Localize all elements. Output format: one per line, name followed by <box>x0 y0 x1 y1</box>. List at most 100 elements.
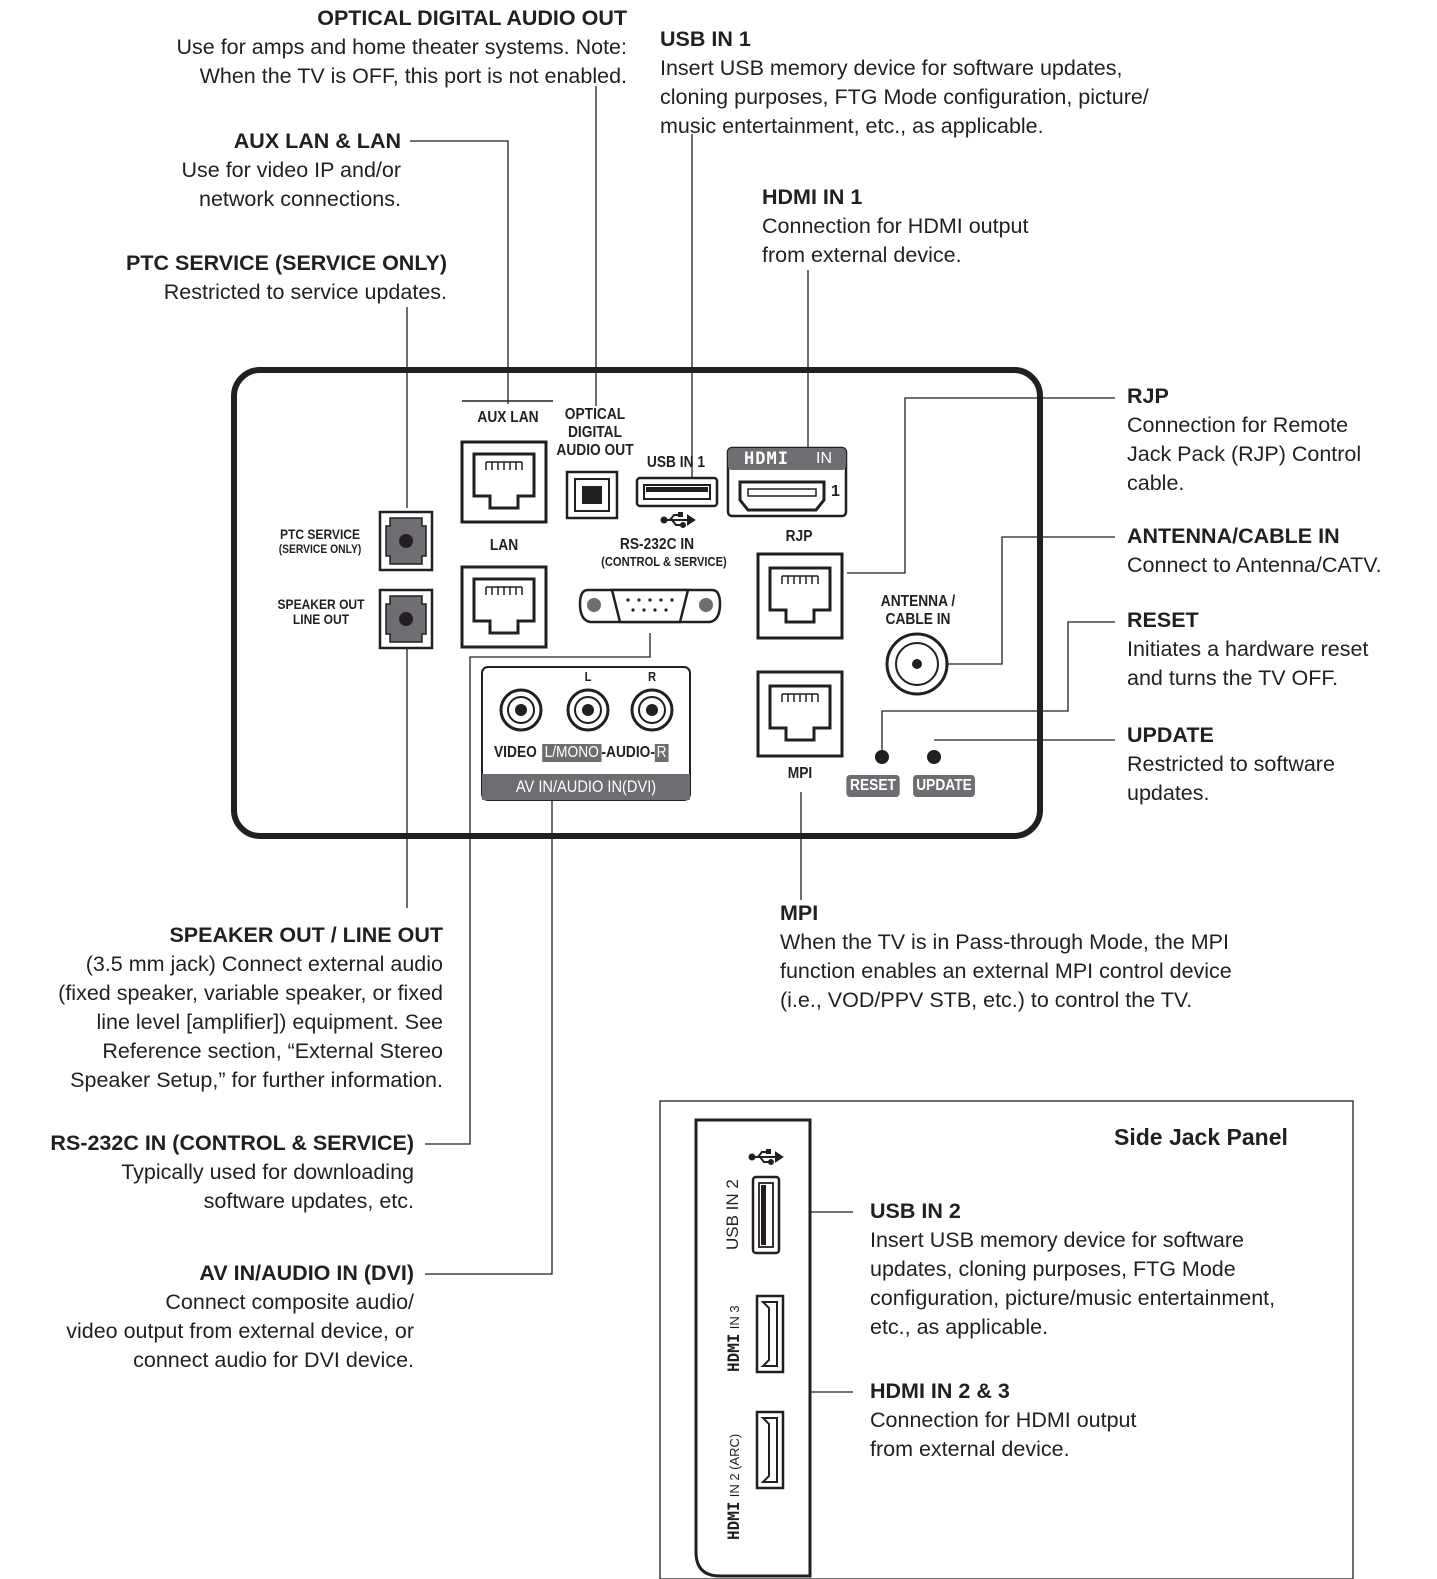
callout-hdmi23: HDMI IN 2 & 3 Connection for HDMI output… <box>870 1377 1340 1464</box>
lan-port <box>460 565 548 649</box>
label-r-badge: R <box>654 744 669 762</box>
callout-title: PTC SERVICE (SERVICE ONLY) <box>126 251 447 275</box>
callout-title: SPEAKER OUT / LINE OUT <box>169 923 443 947</box>
callout-speaker: SPEAKER OUT / LINE OUT (3.5 mm jack) Con… <box>3 921 443 1095</box>
side-hdmi2-text: IN 2 (ARC) <box>727 1433 742 1498</box>
rs232c-connector <box>578 588 722 624</box>
callout-desc-line: updates. <box>1127 781 1210 805</box>
antenna-connector <box>885 632 949 696</box>
update-button-dot <box>927 750 941 764</box>
label-mpi: MPI <box>787 765 813 782</box>
callout-desc-line: updates, cloning purposes, FTG Mode <box>870 1257 1236 1281</box>
side-panel-body <box>694 1118 812 1578</box>
hdmi-logo-text: HDMI <box>744 449 789 469</box>
callout-optical: OPTICAL DIGITAL AUDIO OUT Use for amps a… <box>107 4 627 91</box>
rjp-leader <box>847 397 1115 574</box>
callout-desc-line: When the TV is OFF, this port is not ena… <box>199 64 627 88</box>
callout-title: HDMI IN 1 <box>762 185 863 209</box>
callout-title: USB IN 2 <box>870 1199 961 1223</box>
callout-desc-line: etc., as applicable. <box>870 1315 1049 1339</box>
label-optical-line: DIGITAL <box>567 424 623 441</box>
callout-desc-line: Connection for HDMI output <box>870 1408 1137 1432</box>
callout-ptc: PTC SERVICE (SERVICE ONLY) Restricted to… <box>47 249 447 307</box>
callout-desc-line: from external device. <box>762 243 962 267</box>
callout-title: OPTICAL DIGITAL AUDIO OUT <box>317 6 627 30</box>
avin-leader <box>425 801 553 1275</box>
usb-in-1-port <box>635 476 719 508</box>
hdmi-in-3-port <box>755 1294 785 1374</box>
hdmi-logo-text: HDMI <box>724 1333 743 1372</box>
side-label-hdmi-in-3: HDMI IN 3 <box>724 1305 743 1372</box>
label-speaker-line: LINE OUT <box>292 611 350 627</box>
callout-desc-line: cloning purposes, FTG Mode configuration… <box>660 85 1149 109</box>
callout-usb2: USB IN 2 Insert USB memory device for so… <box>870 1197 1340 1342</box>
callout-title: ANTENNA/CABLE IN <box>1127 524 1340 548</box>
callout-desc-line: network connections. <box>199 187 401 211</box>
aux-lan-port <box>460 440 548 524</box>
label-audio-l: L <box>584 669 592 684</box>
label-antenna: ANTENNA / CABLE IN <box>873 593 962 629</box>
callout-title: HDMI IN 2 & 3 <box>870 1379 1010 1403</box>
callout-hdmi1: HDMI IN 1 Connection for HDMI output fro… <box>762 183 1122 270</box>
callout-usb1: USB IN 1 Insert USB memory device for so… <box>660 25 1240 141</box>
hdmi-in-2-port <box>755 1410 785 1490</box>
label-optical: OPTICAL DIGITAL AUDIO OUT <box>553 406 637 460</box>
callout-rjp: RJP Connection for Remote Jack Pack (RJP… <box>1127 382 1427 498</box>
callout-desc-line: configuration, picture/music entertainme… <box>870 1286 1276 1310</box>
callout-desc-line: Typically used for downloading <box>121 1160 414 1184</box>
callout-desc-line: When the TV is in Pass-through Mode, the… <box>780 930 1229 954</box>
callout-desc-line: line level [amplifier]) equipment. See <box>96 1010 443 1034</box>
label-audio: -AUDIO- <box>601 744 655 761</box>
label-audio-r: R <box>647 669 657 684</box>
hdmi-logo-text: HDMI <box>724 1501 743 1540</box>
ptc-service-jack <box>378 510 434 572</box>
callout-desc-line: Connection for HDMI output <box>762 214 1029 238</box>
label-antenna-line: CABLE IN <box>885 611 951 628</box>
callout-desc-line: video output from external device, or <box>66 1319 414 1343</box>
callout-desc-line: Connection for Remote <box>1127 413 1349 437</box>
callout-desc-line: Insert USB memory device for software up… <box>660 56 1123 80</box>
optical-port <box>565 470 619 520</box>
callout-desc-line: Reference section, “External Stereo <box>102 1039 443 1063</box>
callout-desc-line: Initiates a hardware reset <box>1127 637 1369 661</box>
callout-desc-line: music entertainment, etc., as applicable… <box>660 114 1044 138</box>
callout-desc-line: Connect to Antenna/CATV. <box>1127 553 1382 577</box>
callout-auxlan: AUX LAN & LAN Use for video IP and/or ne… <box>61 127 401 214</box>
rca-video-jack <box>499 688 543 732</box>
callout-title: RS-232C IN (CONTROL & SERVICE) <box>50 1131 414 1155</box>
label-antenna-line: ANTENNA / <box>880 593 956 610</box>
label-rs232-line: (CONTROL & SERVICE) <box>601 554 727 569</box>
callout-desc-line: function enables an external MPI control… <box>780 959 1232 983</box>
label-usb-in-1: USB IN 1 <box>646 454 706 471</box>
side-hdmi3-text: IN 3 <box>727 1305 742 1330</box>
label-video: VIDEO <box>494 744 537 761</box>
antenna-leader <box>948 536 1115 665</box>
callout-desc-line: (3.5 mm jack) Connect external audio <box>85 952 443 976</box>
callout-desc-line: Use for amps and home theater systems. N… <box>176 35 627 59</box>
mpi-port <box>756 670 844 758</box>
callout-rs232: RS-232C IN (CONTROL & SERVICE) Typically… <box>0 1129 414 1216</box>
callout-update: UPDATE Restricted to software updates. <box>1127 721 1427 808</box>
callout-title: RESET <box>1127 608 1199 632</box>
side-label-usb-in-2: USB IN 2 <box>723 1179 742 1250</box>
callout-desc-line: software updates, etc. <box>203 1189 414 1213</box>
reset-badge: RESET <box>846 775 900 797</box>
callout-title: RJP <box>1127 384 1169 408</box>
callout-desc-line: Connect composite audio/ <box>165 1290 414 1314</box>
callout-desc-line: and turns the TV OFF. <box>1127 666 1339 690</box>
label-rs232: RS-232C IN (CONTROL & SERVICE) <box>601 536 727 569</box>
callout-desc-line: (fixed speaker, variable speaker, or fix… <box>58 981 443 1005</box>
callout-title: USB IN 1 <box>660 27 751 51</box>
rca-audio-l-jack <box>566 688 610 732</box>
label-optical-line: AUDIO OUT <box>556 442 634 459</box>
callout-title: MPI <box>780 901 819 925</box>
callout-title: AV IN/AUDIO IN (DVI) <box>199 1261 414 1285</box>
label-av-in-bar: AV IN/AUDIO IN(DVI) <box>515 777 657 796</box>
reset-leader <box>881 621 1115 751</box>
rca-audio-r-jack <box>630 688 674 732</box>
callout-avin: AV IN/AUDIO IN (DVI) Connect composite a… <box>0 1259 414 1375</box>
callout-mpi: MPI When the TV is in Pass-through Mode,… <box>780 899 1340 1015</box>
usb-symbol-icon <box>660 512 696 528</box>
callout-title: UPDATE <box>1127 723 1214 747</box>
speaker-out-jack <box>378 588 434 650</box>
